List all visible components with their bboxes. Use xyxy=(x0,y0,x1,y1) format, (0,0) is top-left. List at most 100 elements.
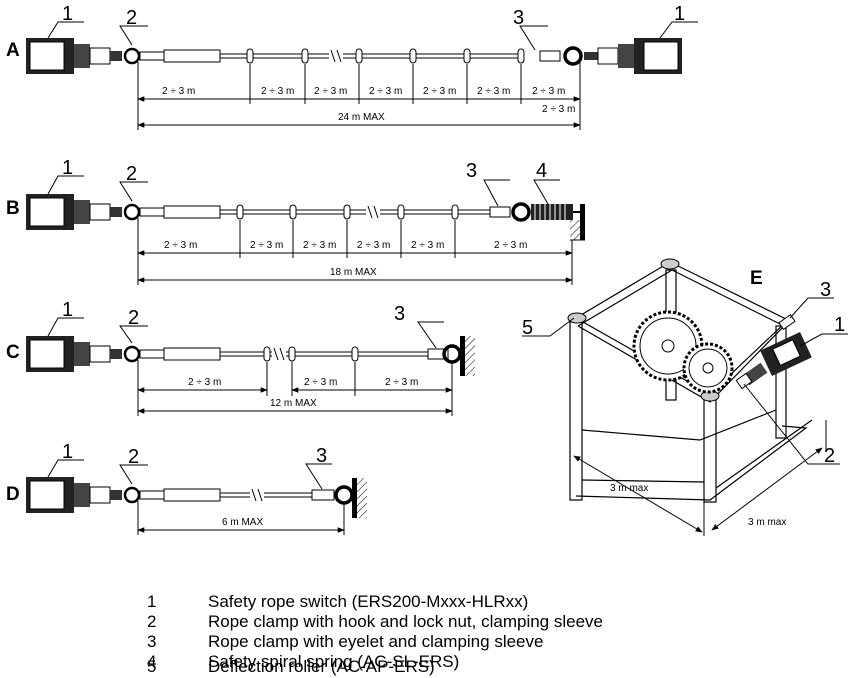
callout: 1 xyxy=(834,314,845,336)
total-length-label: 24 m MAX xyxy=(338,112,385,123)
callout: 3 xyxy=(316,445,327,467)
dimension-lines xyxy=(137,501,345,535)
spacing-label: 2 ÷ 3 m xyxy=(411,240,444,251)
row-label: D xyxy=(6,484,20,505)
row-label: B xyxy=(6,198,20,219)
rope-clamp-eyelet xyxy=(778,314,796,330)
dimension-lines xyxy=(137,360,453,416)
spacing-label: 2 ÷ 3 m xyxy=(304,377,337,388)
rope-clamp-hook xyxy=(139,49,221,63)
callout: 1 xyxy=(62,157,73,179)
spacing-label: 2 ÷ 3 m xyxy=(369,86,402,97)
callout: 3 xyxy=(820,279,831,301)
depth-dimension-label: 3 m max xyxy=(748,517,786,528)
safety-rope-switch xyxy=(26,38,141,74)
row-c: C xyxy=(6,299,475,416)
callout: 2 xyxy=(128,446,139,468)
rope-clamp-eyelet xyxy=(489,202,531,222)
callout-leaders xyxy=(47,459,332,490)
row-a: A xyxy=(6,3,698,130)
spacing-label: 2 ÷ 3 m xyxy=(357,240,390,251)
total-length-label: 12 m MAX xyxy=(270,398,317,409)
row-label: A xyxy=(6,40,20,61)
legend-item: 1 Safety rope switch (ERS200-Mxxx-HLRxx) xyxy=(0,592,861,612)
legend-item: 3 Rope clamp with eyelet and clamping sl… xyxy=(0,632,861,652)
total-length-label: 6 m MAX xyxy=(222,517,263,528)
section-label: E xyxy=(750,268,763,289)
spacing-label: 2 ÷ 3 m xyxy=(494,240,527,251)
legend-number: 3 xyxy=(147,632,157,651)
wall-anchor xyxy=(352,478,367,518)
rope xyxy=(220,488,312,502)
legend-number: 1 xyxy=(147,592,157,611)
callout: 4 xyxy=(536,160,547,182)
safety-rope-switch xyxy=(584,38,682,74)
spacing-label: 2 ÷ 3 m xyxy=(542,104,575,115)
legend-item: 5 Deflection roller (AC-AP-ERS) xyxy=(0,657,861,677)
rope-clamp-hook xyxy=(139,347,221,361)
legend-text: Deflection roller (AC-AP-ERS) xyxy=(208,657,435,676)
spacing-label: 2 ÷ 3 m xyxy=(423,86,456,97)
spacing-label: 2 ÷ 3 m xyxy=(188,377,221,388)
callout-leaders xyxy=(47,21,698,51)
row-d: D 1 xyxy=(6,441,367,535)
legend-item: 2 Rope clamp with hook and lock nut, cla… xyxy=(0,612,861,632)
spacing-label: 2 ÷ 3 m xyxy=(162,86,195,97)
spacing-label: 2 ÷ 3 m xyxy=(250,240,283,251)
spacing-label: 2 ÷ 3 m xyxy=(314,86,347,97)
callout: 1 xyxy=(62,441,73,463)
legend-number: 5 xyxy=(147,657,157,676)
rope-clamp-eyelet xyxy=(311,485,354,505)
spacing-label: 2 ÷ 3 m xyxy=(532,86,565,97)
dimension-lines xyxy=(569,416,827,536)
spacing-label: 2 ÷ 3 m xyxy=(385,377,418,388)
legend-text: Rope clamp with eyelet and clamping slee… xyxy=(208,632,544,651)
callout: 3 xyxy=(466,160,477,182)
legend-number: 2 xyxy=(147,612,157,631)
rope-clamp-hook xyxy=(139,488,221,502)
legend-number: 4 xyxy=(147,652,157,671)
rope-clamp-eyelet xyxy=(427,344,462,364)
callout: 2 xyxy=(126,163,137,185)
callout: 5 xyxy=(522,317,533,339)
spacing-label: 2 ÷ 3 m xyxy=(303,240,336,251)
safety-spiral-spring xyxy=(531,204,582,220)
callout: 1 xyxy=(62,299,73,321)
callout: 1 xyxy=(674,3,685,25)
spacing-label: 2 ÷ 3 m xyxy=(477,86,510,97)
callout-leaders xyxy=(47,175,560,207)
rope xyxy=(220,347,428,361)
callout: 2 xyxy=(126,7,137,29)
width-dimension-label: 3 m max xyxy=(610,483,648,494)
rope-clamp-eyelet xyxy=(539,46,583,66)
row-label: C xyxy=(6,342,20,363)
callout: 3 xyxy=(394,303,405,325)
callout: 2 xyxy=(824,445,835,467)
callout-leaders xyxy=(47,317,444,349)
spacing-label: 2 ÷ 3 m xyxy=(261,86,294,97)
legend-text: Safety rope switch (ERS200-Mxxx-HLRxx) xyxy=(208,592,529,611)
legend-item: 4 Safety spiral spring (AC-SL-ERS) xyxy=(0,652,861,672)
machine-guard-e: E xyxy=(522,258,848,536)
dimension-lines xyxy=(137,218,573,285)
spacing-label: 2 ÷ 3 m xyxy=(164,240,197,251)
safety-rope-switch xyxy=(26,194,141,230)
wall-anchor xyxy=(460,336,475,376)
gears xyxy=(632,310,734,394)
row-b: B xyxy=(6,157,585,285)
rope-eyelets xyxy=(263,346,359,362)
rope xyxy=(220,49,524,63)
safety-rope-switch xyxy=(735,332,812,390)
callout: 3 xyxy=(513,7,524,29)
rope-clamp-hook xyxy=(139,205,221,219)
safety-rope-switch xyxy=(26,477,141,513)
safety-rope-switch xyxy=(26,336,141,372)
legend-text: Safety spiral spring (AC-SL-ERS) xyxy=(208,652,460,671)
dimension-lines xyxy=(137,62,581,130)
rope-eyelets xyxy=(246,48,525,64)
total-length-label: 18 m MAX xyxy=(330,267,377,278)
callout: 1 xyxy=(62,3,73,25)
rope-eyelets xyxy=(236,204,459,220)
callout: 2 xyxy=(128,307,139,329)
